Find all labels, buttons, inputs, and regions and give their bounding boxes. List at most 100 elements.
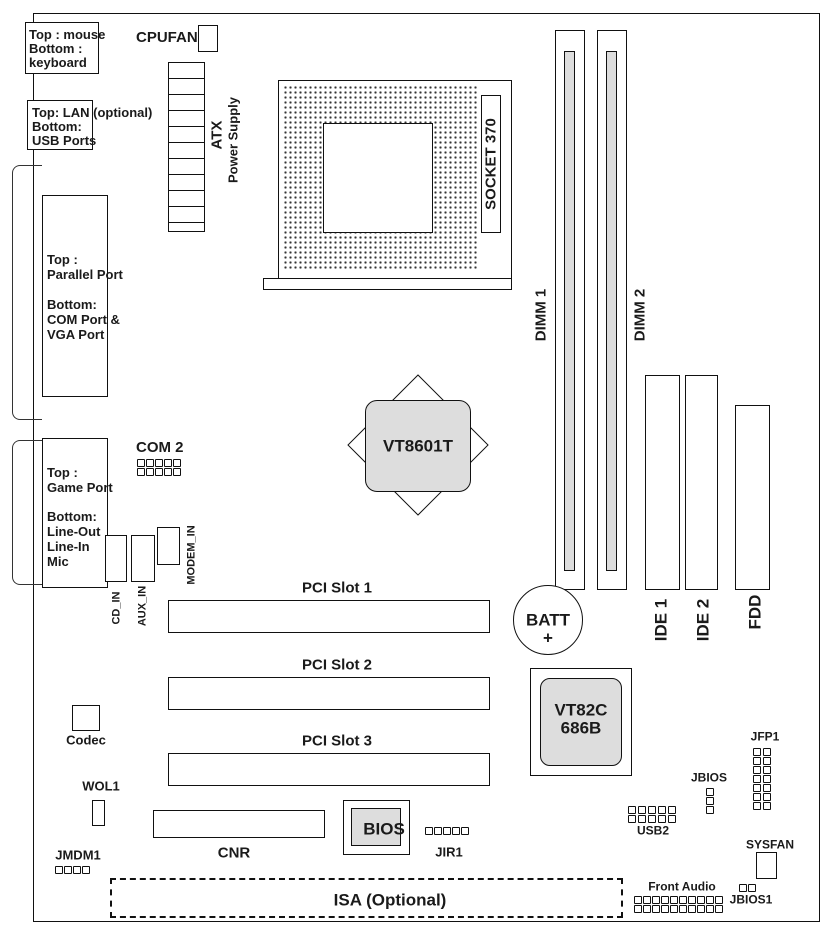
header-pin bbox=[137, 468, 145, 476]
fdd-connector bbox=[735, 405, 770, 590]
header-pin bbox=[753, 793, 761, 801]
cpufan-connector bbox=[198, 25, 218, 52]
game-label-1: Top : bbox=[47, 465, 78, 480]
isa-label: ISA (Optional) bbox=[333, 890, 447, 910]
jbios-label: JBIOS bbox=[690, 770, 728, 785]
ps2-label-2: Bottom : bbox=[29, 41, 83, 56]
header-pin bbox=[763, 784, 771, 792]
header-pin bbox=[706, 797, 714, 805]
aux-in-label: AUX_IN bbox=[136, 585, 149, 627]
cd-in-label: CD_IN bbox=[110, 591, 123, 625]
bios-chip bbox=[343, 800, 410, 855]
header-pin bbox=[688, 905, 696, 913]
header-pin bbox=[452, 827, 460, 835]
jmdm1-label: JMDM1 bbox=[55, 847, 101, 863]
jfp1-header bbox=[753, 748, 772, 810]
pci-slot-3-label: PCI Slot 3 bbox=[301, 732, 373, 750]
com2-label: COM 2 bbox=[136, 439, 184, 456]
header-pin bbox=[753, 766, 761, 774]
header-pin bbox=[164, 459, 172, 467]
game-label-2: Game Port bbox=[47, 480, 113, 495]
jbios-jumper bbox=[706, 788, 714, 814]
header-pin bbox=[64, 866, 72, 874]
header-pin bbox=[661, 896, 669, 904]
cpufan-label: CPUFAN bbox=[136, 29, 198, 46]
header-pin bbox=[668, 806, 676, 814]
parallel-label-2: Parallel Port bbox=[47, 267, 123, 282]
sysfan-label: SYSFAN bbox=[745, 837, 795, 852]
wol1-connector bbox=[92, 800, 105, 826]
southbridge-chip bbox=[540, 678, 622, 766]
pci-slot-3[interactable] bbox=[168, 753, 490, 786]
front-audio-label: Front Audio bbox=[648, 879, 716, 894]
header-pin bbox=[628, 815, 636, 823]
header-pin bbox=[443, 827, 451, 835]
header-pin bbox=[652, 896, 660, 904]
parallel-port-box: Top : Parallel Port Bottom: COM Port & V… bbox=[42, 195, 123, 397]
ps2-port-box: Top : mouse Bottom : keyboard bbox=[25, 22, 105, 74]
header-pin bbox=[670, 896, 678, 904]
batt-label: BATT bbox=[525, 610, 571, 630]
usb2-label: USB2 bbox=[636, 823, 670, 838]
pci-slot-1[interactable] bbox=[168, 600, 490, 633]
header-pin bbox=[739, 884, 747, 892]
header-pin bbox=[748, 884, 756, 892]
header-pin bbox=[155, 468, 163, 476]
dimm-2-label: DIMM 2 bbox=[631, 288, 649, 342]
cnr-label: CNR bbox=[217, 844, 251, 862]
jir1-header bbox=[425, 827, 469, 835]
header-pin bbox=[173, 468, 181, 476]
southbridge-label-2: 686B bbox=[560, 718, 602, 738]
northbridge-label: VT8601T bbox=[383, 436, 453, 456]
header-pin bbox=[643, 905, 651, 913]
modem-in-label: MODEM_IN bbox=[185, 525, 198, 585]
bios-label: BIOS bbox=[363, 819, 405, 839]
batt-plus-label: + bbox=[543, 628, 553, 648]
header-pin bbox=[670, 905, 678, 913]
header-pin bbox=[715, 905, 723, 913]
header-pin bbox=[628, 806, 636, 814]
header-pin bbox=[753, 748, 761, 756]
header-pin bbox=[697, 896, 705, 904]
dimm-2-slot bbox=[597, 30, 627, 590]
cnr-slot[interactable] bbox=[153, 810, 325, 838]
header-pin bbox=[634, 905, 642, 913]
ps2-label-1: Top : mouse bbox=[29, 27, 106, 42]
jir1-label: JIR1 bbox=[435, 844, 463, 860]
ide-2-label: IDE 2 bbox=[693, 598, 713, 642]
pci-slot-2[interactable] bbox=[168, 677, 490, 710]
header-pin bbox=[73, 866, 81, 874]
ide-2-connector bbox=[685, 375, 718, 590]
header-pin bbox=[763, 802, 771, 810]
parallel-label-6: VGA Port bbox=[47, 327, 105, 342]
header-pin bbox=[763, 766, 771, 774]
header-pin bbox=[763, 757, 771, 765]
parallel-connector-shell bbox=[12, 165, 42, 420]
com2-header bbox=[137, 459, 181, 476]
sysfan-connector bbox=[756, 852, 777, 879]
header-pin bbox=[164, 468, 172, 476]
parallel-label-1: Top : bbox=[47, 252, 78, 267]
codec-label: Codec bbox=[66, 732, 106, 748]
header-pin bbox=[753, 775, 761, 783]
isa-slot[interactable] bbox=[110, 878, 623, 918]
socket-label: SOCKET 370 bbox=[482, 118, 500, 210]
header-pin bbox=[652, 905, 660, 913]
header-pin bbox=[55, 866, 63, 874]
dimm-1-label: DIMM 1 bbox=[532, 288, 550, 342]
header-pin bbox=[434, 827, 442, 835]
modem-in-connector bbox=[157, 527, 180, 565]
header-pin bbox=[173, 459, 181, 467]
header-pin bbox=[638, 815, 646, 823]
board-outline bbox=[33, 13, 820, 922]
pci-slot-2-label: PCI Slot 2 bbox=[301, 656, 373, 674]
battery bbox=[513, 585, 583, 655]
header-pin bbox=[634, 896, 642, 904]
header-pin bbox=[706, 806, 714, 814]
parallel-label-4: Bottom: bbox=[47, 297, 97, 312]
header-pin bbox=[658, 806, 666, 814]
header-pin bbox=[753, 784, 761, 792]
ide-1-label: IDE 1 bbox=[651, 598, 671, 642]
header-pin bbox=[706, 905, 714, 913]
fdd-label: FDD bbox=[745, 594, 765, 630]
